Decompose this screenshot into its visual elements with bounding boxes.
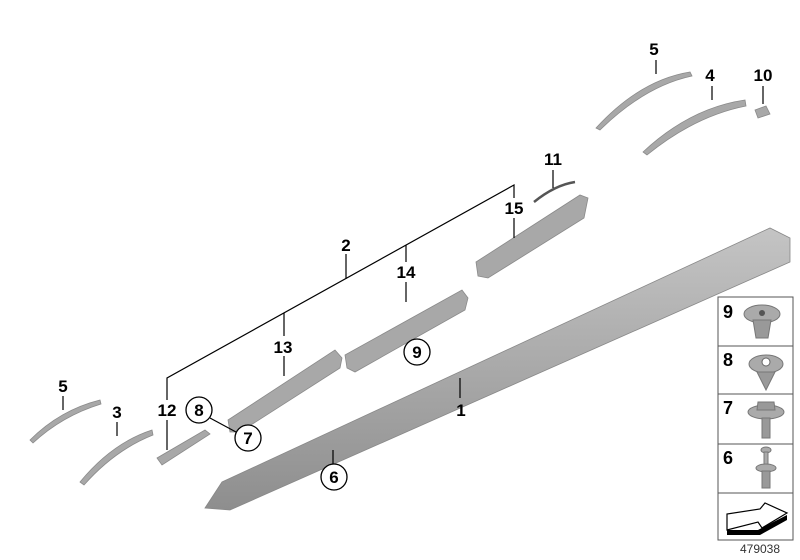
callout-11: 11 [544,150,562,169]
fastener-panel: 9 8 7 6 [717,296,794,541]
callout-12: 12 [158,401,177,420]
fastener-label-9: 9 [723,302,733,322]
callout-3: 3 [112,403,121,422]
side-sill-1[interactable] [204,227,791,511]
arrow-direction-icon [726,502,789,535]
trim-strip-4[interactable] [642,99,747,156]
circled-callout-8: 8 [185,396,213,424]
callout-2: 2 [341,236,350,255]
callout-5-left: 5 [58,377,67,396]
circled-callout-7: 7 [234,424,262,452]
fastener-label-6: 6 [723,448,733,468]
clip-12[interactable] [156,429,211,466]
bracket-15[interactable] [475,194,589,279]
callout-13: 13 [274,338,293,357]
callout-1: 1 [456,401,465,420]
trim-strip-3[interactable] [79,429,154,486]
svg-text:6: 6 [329,468,338,487]
callout-14: 14 [397,263,416,282]
trim-strip-5-left[interactable] [29,399,102,444]
svg-text:9: 9 [412,343,421,362]
push-rivet-icon [743,304,781,339]
svg-text:7: 7 [243,429,252,448]
circled-callout-9: 9 [403,338,431,366]
hex-bolt-washer-icon [747,401,785,439]
end-piece-10[interactable] [754,105,771,119]
diagram-number: 479038 [740,542,780,556]
callout-15: 15 [505,199,524,218]
expanding-nut-icon [748,354,784,392]
callout-10: 10 [754,66,773,85]
trim-strip-5-top[interactable] [595,71,693,131]
bracket-13[interactable] [227,349,343,433]
callout-4: 4 [705,66,715,85]
seal-11[interactable] [533,180,576,203]
fastener-label-8: 8 [723,350,733,370]
screw-rivet-icon [755,446,777,489]
svg-text:8: 8 [194,401,203,420]
callout-5-top: 5 [649,40,658,59]
bracket-14[interactable] [344,289,469,373]
fastener-label-7: 7 [723,398,733,418]
circled-callout-6: 6 [320,463,348,491]
